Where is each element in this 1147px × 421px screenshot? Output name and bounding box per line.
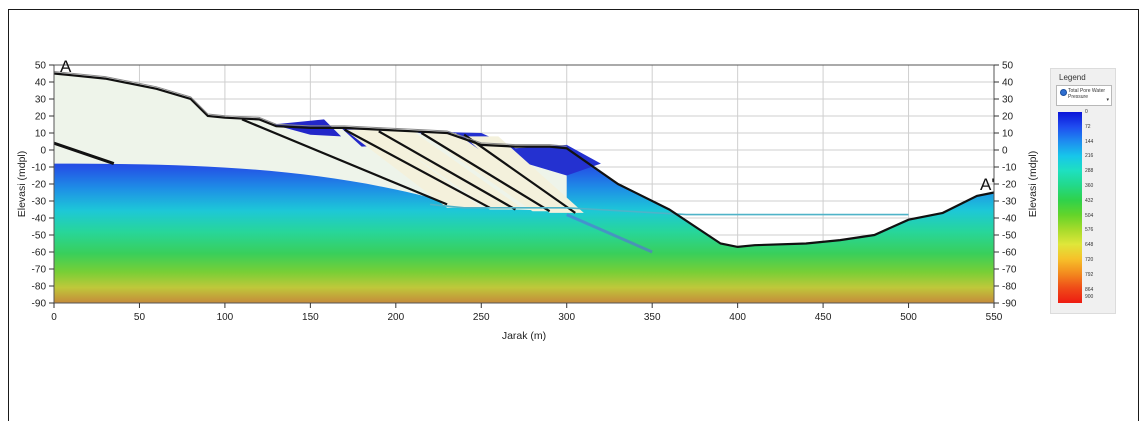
y-axis-label-left: Elevasi (mdpl)	[16, 151, 28, 218]
legend-value-label: 792	[1085, 271, 1094, 278]
legend-value-label: 0	[1085, 109, 1088, 115]
material-regions	[54, 73, 994, 303]
legend-value-label: 864	[1085, 286, 1094, 293]
y-tick-label-right: -80	[1002, 282, 1017, 293]
legend-color-bar	[1058, 112, 1082, 303]
legend-value-label: 144	[1085, 138, 1094, 145]
series-lines	[53, 71, 995, 254]
legend-value-label: 576	[1085, 227, 1094, 234]
legend-value-label: 504	[1085, 212, 1094, 219]
ground-surface-line	[53, 72, 995, 249]
y-tick-label-right: -70	[1002, 265, 1017, 276]
y-tick-label-left: -60	[32, 248, 47, 259]
fault-line	[344, 128, 491, 209]
legend-value-label: 648	[1085, 242, 1094, 249]
fault-line	[566, 213, 653, 254]
radio-icon	[1060, 89, 1067, 96]
y-tick-label-left: -10	[32, 163, 47, 174]
y-tick-label-left: -70	[32, 265, 47, 276]
y-tick-label-left: 40	[35, 78, 47, 89]
x-tick-label: 100	[217, 312, 234, 323]
y-tick-label-right: -30	[1002, 197, 1017, 208]
x-tick-label: 350	[644, 312, 661, 323]
fault-line	[378, 130, 517, 211]
section-label-end: A'	[980, 175, 995, 194]
legend-variable-select[interactable]: Total Pore Water Pressure ▾	[1056, 85, 1112, 106]
x-tick-label: 450	[815, 312, 832, 323]
y-tick-label-left: 10	[35, 129, 47, 140]
legend-value-label: 900	[1085, 294, 1094, 300]
y-tick-label-left: 30	[35, 95, 47, 106]
y-tick-label-right: -40	[1002, 214, 1017, 225]
fault-line	[420, 132, 551, 213]
y-axis-label-right: Elevasi (mdpl)	[1027, 151, 1039, 218]
legend-value-label: 360	[1085, 183, 1094, 189]
y-tick-label-right: -90	[1002, 299, 1017, 310]
saturated-zone-region	[54, 148, 994, 303]
y-tick-label-right: -10	[1002, 163, 1017, 174]
y-tick-label-right: -50	[1002, 231, 1017, 242]
y-tick-label-left: 20	[35, 112, 47, 123]
stratum-line	[53, 141, 115, 166]
y-tick-label-right: 30	[1002, 95, 1014, 106]
legend-value-label: 432	[1085, 197, 1094, 204]
y-tick-label-right: 10	[1002, 129, 1014, 140]
y-tick-label-right: 0	[1002, 146, 1008, 157]
legend-variable-label: Total Pore Water Pressure	[1068, 88, 1106, 100]
y-tick-label-left: -90	[32, 299, 47, 310]
y-tick-label-right: 40	[1002, 78, 1014, 89]
y-tick-label-right: 20	[1002, 112, 1014, 123]
x-tick-label: 300	[558, 312, 575, 323]
groundwater-level-line	[429, 203, 909, 216]
x-tick-label: 0	[51, 312, 57, 323]
y-tick-label-right: 50	[1002, 61, 1014, 72]
section-label-start: A	[60, 57, 72, 76]
fault-line	[241, 118, 448, 206]
legend-gradient-rect	[1058, 112, 1082, 303]
x-tick-label: 200	[387, 312, 404, 323]
legend-value-label: 216	[1085, 153, 1094, 160]
x-tick-label: 500	[900, 312, 917, 323]
legend-title: Legend	[1059, 73, 1086, 82]
legend-value-label: 288	[1085, 168, 1094, 175]
y-tick-label-left: -40	[32, 214, 47, 225]
y-tick-label-left: -50	[32, 231, 47, 242]
legend-panel: Legend Total Pore Water Pressure ▾ 0 72 14…	[1050, 68, 1116, 314]
legend-value-label: 720	[1085, 257, 1094, 263]
y-tick-label-left: 50	[35, 61, 47, 72]
x-tick-label: 400	[729, 312, 746, 323]
y-tick-label-right: -60	[1002, 248, 1017, 259]
fault-line	[463, 133, 576, 214]
ground-surface-outline	[53, 71, 567, 147]
x-tick-label: 550	[986, 312, 1003, 323]
y-tick-label-left: -20	[32, 180, 47, 191]
y-tick-label-right: -20	[1002, 180, 1017, 191]
x-tick-label: 150	[302, 312, 319, 323]
y-tick-label-left: 0	[40, 146, 46, 157]
x-axis-label: Jarak (m)	[502, 330, 546, 342]
x-tick-label: 50	[134, 312, 146, 323]
axes	[49, 64, 999, 308]
y-tick-label-left: -80	[32, 282, 47, 293]
chevron-down-icon: ▾	[1106, 97, 1109, 103]
y-tick-label-left: -30	[32, 197, 47, 208]
legend-value-label: 72	[1085, 123, 1091, 130]
x-tick-label: 250	[473, 312, 490, 323]
